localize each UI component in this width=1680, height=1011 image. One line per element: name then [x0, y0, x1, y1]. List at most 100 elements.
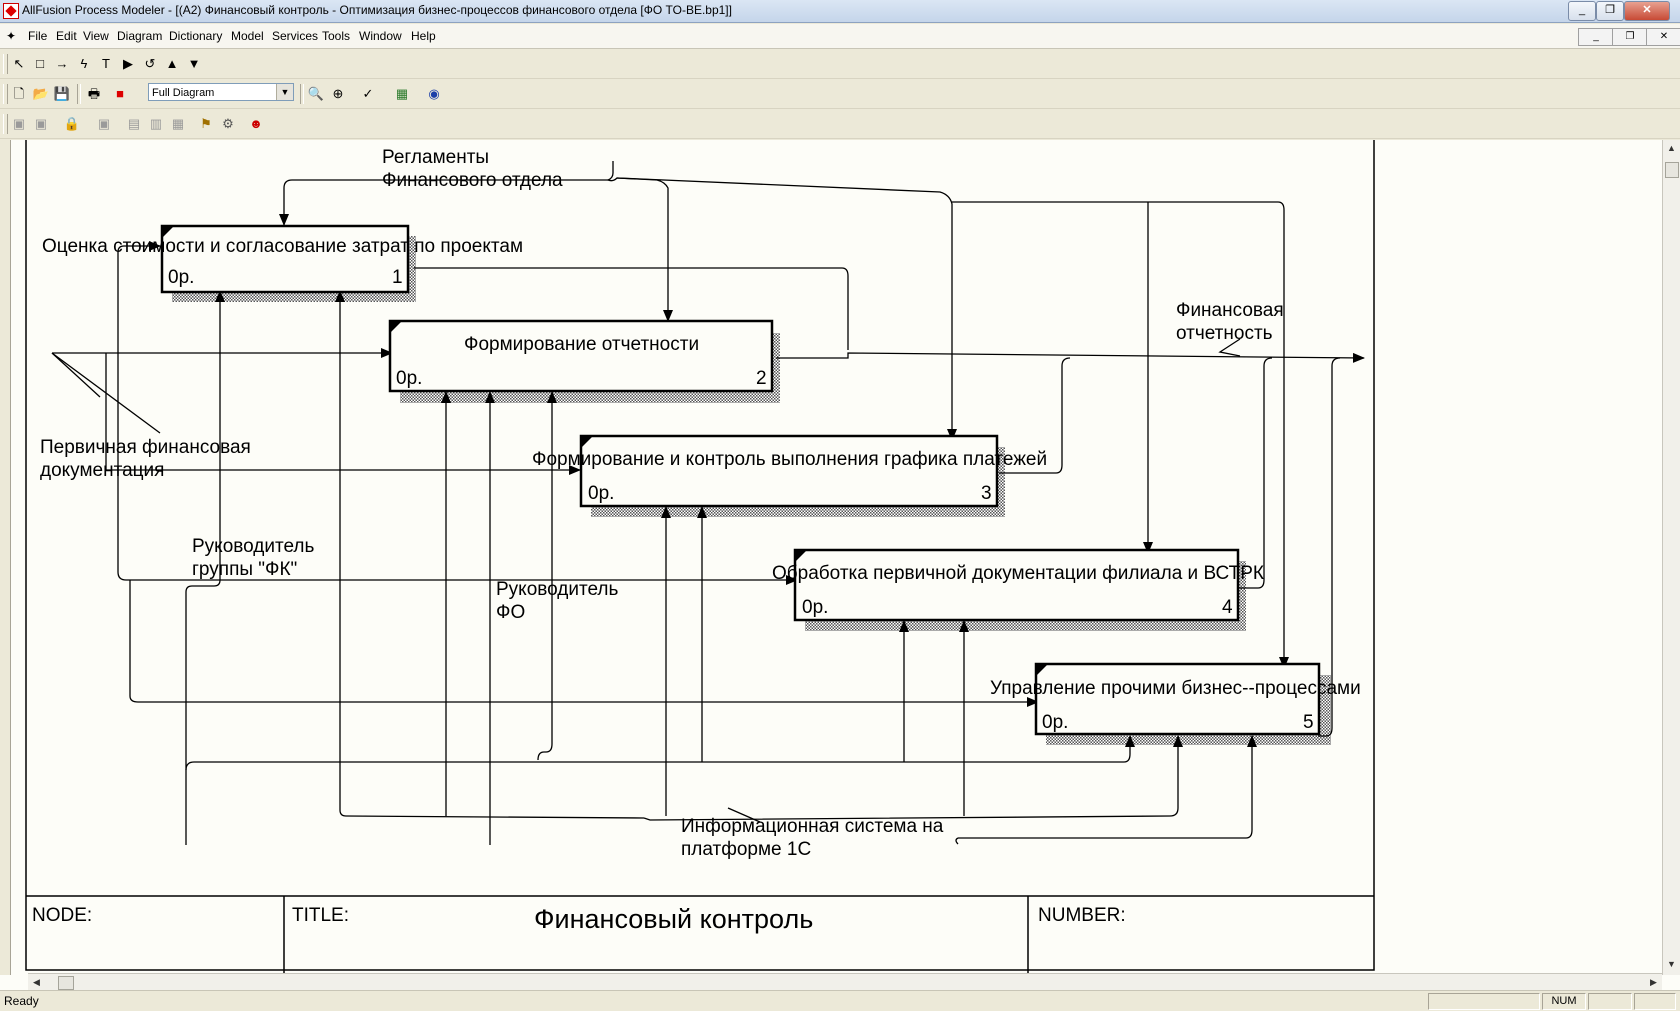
mart-icon-1[interactable]: ▣ [12, 116, 26, 131]
horizontal-scroll-thumb[interactable] [58, 976, 74, 990]
pointer-icon[interactable]: ↖ [13, 56, 25, 71]
splitter[interactable] [0, 140, 11, 975]
activity-box-4-cost: 0р. [802, 597, 828, 618]
menu-model[interactable]: Model [231, 29, 264, 43]
menu-help[interactable]: Help [411, 29, 436, 43]
link-icon[interactable]: ⚙ [222, 116, 234, 131]
new-icon[interactable]: 🗋 [13, 86, 25, 101]
activity-box-1[interactable]: Оценка стоимости и согласование затрат п… [42, 224, 523, 294]
mdi-minimize-button[interactable]: _ [1578, 28, 1614, 46]
restore-button[interactable]: ❐ [1596, 1, 1624, 21]
undo-icon[interactable]: ↺ [144, 56, 156, 71]
activity-box-icon[interactable]: □ [36, 56, 44, 71]
report-icon[interactable]: ⚑ [200, 116, 212, 131]
frame-title-label: TITLE: [292, 905, 349, 926]
mart-icon-4[interactable]: ▤ [127, 116, 141, 131]
go-to-child-icon[interactable]: ▼ [187, 56, 201, 71]
globe-icon[interactable]: ◉ [428, 86, 440, 101]
people-icon[interactable]: ☻ [249, 116, 263, 131]
open-icon[interactable]: 📂 [32, 86, 50, 101]
activity-box-4[interactable]: Обработка первичной документации филиала… [772, 548, 1264, 622]
menu-services[interactable]: Services [272, 29, 319, 43]
vertical-scrollbar[interactable]: ▲ ▼ [1662, 140, 1680, 975]
num-lock-indicator: NUM [1542, 993, 1586, 1010]
mart-icon-2[interactable]: ▣ [34, 116, 48, 131]
zoom-in-icon[interactable]: 🔍 [307, 86, 325, 101]
mechanism-fk-label[interactable]: Руководитель [192, 536, 315, 557]
activity-box-4-number: 4 [1222, 597, 1233, 618]
close-button[interactable]: ✕ [1624, 1, 1670, 21]
mechanism-fk-label-line2[interactable]: группы "ФК" [192, 559, 297, 580]
squiggle-icon[interactable]: ϟ [80, 56, 88, 71]
output-arrow-label[interactable]: Финансовая [1176, 300, 1284, 321]
go-to-parent-icon[interactable]: ▲ [165, 56, 179, 71]
menu-view[interactable]: View [83, 29, 109, 43]
save-icon[interactable]: 💾 [53, 86, 71, 101]
mart-icon-3[interactable]: ▣ [97, 116, 111, 131]
control-arrow-label[interactable]: Регламенты [382, 147, 489, 168]
menu-window[interactable]: Window [359, 29, 402, 43]
go-to-sibling-icon[interactable]: ▶ [123, 56, 133, 71]
mechanism-is-label-line2[interactable]: платформе 1С [681, 839, 811, 860]
toolbar-grip[interactable] [3, 84, 8, 104]
arrow-icon[interactable]: → [55, 56, 69, 71]
idef0-diagram: Оценка стоимости и согласование затрат п… [25, 140, 1375, 973]
scroll-down-icon[interactable]: ▼ [1667, 959, 1676, 969]
menu-bar: ✦ File Edit View Diagram Dictionary Mode… [0, 24, 1680, 49]
print-icon[interactable]: 🖶 [87, 86, 101, 101]
menu-diagram[interactable]: Diagram [117, 29, 163, 43]
menu-file[interactable]: File [28, 29, 48, 43]
toolbar-grip[interactable] [3, 114, 8, 134]
diagram-workspace[interactable]: Оценка стоимости и согласование затрат п… [0, 140, 1680, 990]
mart-toolbar: ▣ ▣ 🔒 ▣ ▤ ▥ ▦ ⚑ ⚙ ☻ [0, 110, 1680, 139]
model-explorer-icon[interactable]: ▦ [395, 86, 409, 101]
minimize-button[interactable]: _ [1568, 1, 1596, 21]
status-bar: Ready NUM [0, 990, 1680, 1011]
window-title: AllFusion Process Modeler - [(A2) Финанс… [22, 3, 732, 17]
mechanism-fo-label[interactable]: Руководитель [496, 579, 619, 600]
horizontal-scrollbar[interactable]: ◀ ▶ [28, 973, 1662, 991]
chevron-down-icon[interactable]: ▼ [276, 84, 293, 100]
vertical-scroll-thumb[interactable] [1665, 162, 1679, 178]
zoom-select-value: Full Diagram [152, 87, 215, 99]
activity-box-5-cost: 0р. [1042, 712, 1068, 733]
mdi-restore-button[interactable]: ❐ [1612, 28, 1648, 46]
mart-icon-6[interactable]: ▦ [171, 116, 185, 131]
frame-node-label: NODE: [32, 905, 92, 926]
color-icon[interactable]: ■ [116, 86, 124, 101]
activity-box-2-number: 2 [756, 368, 767, 389]
standard-toolbar: 🗋 📂 💾 🖶 ■ Full Diagram ▼ 🔍 ⊕ ✓ ▦ ◉ [0, 80, 1680, 109]
toolbar-grip[interactable] [3, 54, 8, 74]
control-arrow-label-line2[interactable]: Финансового отдела [382, 170, 563, 191]
output-arrow-label-line2[interactable]: отчетность [1176, 323, 1273, 344]
zoom-fit-icon[interactable]: ⊕ [332, 86, 344, 101]
activity-box-3-name: Формирование и контроль выполнения графи… [532, 449, 1047, 470]
zoom-select[interactable]: Full Diagram ▼ [148, 83, 294, 101]
toolbar-separator [77, 84, 81, 104]
activity-box-5[interactable]: Управление прочими бизнес--процессами 0р… [990, 662, 1361, 736]
lock-icon[interactable]: 🔒 [63, 116, 81, 131]
scroll-up-icon[interactable]: ▲ [1667, 143, 1676, 153]
document-icon[interactable]: ✦ [6, 29, 17, 43]
mdi-close-button[interactable]: ✕ [1646, 28, 1680, 46]
menu-dictionary[interactable]: Dictionary [169, 29, 223, 43]
app-icon [3, 3, 19, 19]
mechanism-fo-label-line2[interactable]: ФО [496, 602, 525, 623]
activity-box-4-name: Обработка первичной документации филиала… [772, 563, 1264, 584]
toolbar-separator [300, 84, 304, 104]
activity-box-3[interactable]: Формирование и контроль выполнения графи… [532, 434, 1047, 508]
activity-box-1-name: Оценка стоимости и согласование затрат п… [42, 236, 523, 257]
text-icon[interactable]: T [102, 56, 110, 71]
mechanism-is-label[interactable]: Информационная система на [681, 816, 944, 837]
activity-box-2[interactable]: Формирование отчетности 0р. 2 [388, 319, 774, 393]
mart-icon-5[interactable]: ▥ [149, 116, 163, 131]
status-pane [1634, 993, 1676, 1010]
menu-tools[interactable]: Tools [322, 29, 351, 43]
spell-check-icon[interactable]: ✓ [362, 86, 374, 101]
input-arrow-label[interactable]: Первичная финансовая [40, 437, 251, 458]
input-arrow-label-line2[interactable]: документация [40, 460, 164, 481]
scroll-right-icon[interactable]: ▶ [1650, 977, 1657, 987]
scroll-left-icon[interactable]: ◀ [33, 977, 40, 987]
status-pane [1588, 993, 1632, 1010]
menu-edit[interactable]: Edit [56, 29, 77, 43]
